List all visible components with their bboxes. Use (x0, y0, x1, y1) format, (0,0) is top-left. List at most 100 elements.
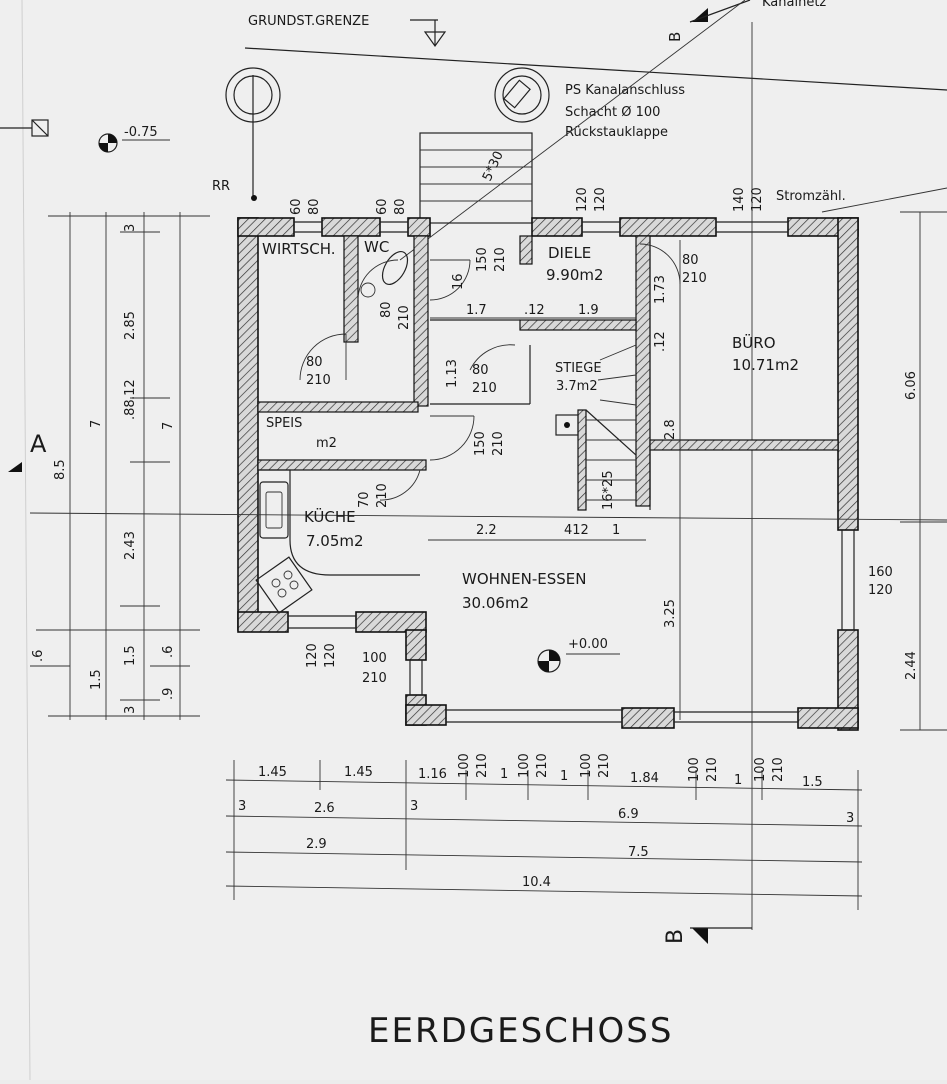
dimension-label: .12 (653, 331, 668, 352)
dimension-label: 210 (493, 247, 508, 272)
kanalnetz-text: Kanalnetz (762, 0, 826, 10)
dimension-label: 210 (362, 671, 387, 686)
room-kueche: KÜCHE (304, 507, 356, 526)
room-diele: DIELE (548, 244, 591, 262)
dimension-label: 1.5 (802, 775, 823, 790)
dimension-label: 16 (451, 273, 466, 290)
interior-dimensions: 60 80 60 80 120 120 140 120 150 210 16 8… (289, 187, 893, 686)
bottom-dimension-chains: 1.45 1.45 1.16 100 210 1 100 210 1 100 2… (225, 753, 863, 910)
dimension-label: .6 (31, 650, 46, 662)
room-wohnen-area: 30.06m2 (462, 594, 529, 612)
dimension-label: 140 (732, 187, 747, 212)
dimension-label: 3 (846, 811, 854, 826)
staircase (555, 344, 637, 501)
dimension-label: 2.9 (306, 837, 327, 852)
dimension-label: 100 (579, 753, 594, 778)
dimension-label: 2.43 (123, 531, 138, 560)
section-a-line (29, 512, 947, 521)
left-dimension-chains: 3 2.85 7 8.5 .88 .12 7 2.43 .6 1.5 1.5 .… (30, 212, 210, 720)
room-speis-area: m2 (316, 436, 337, 451)
dimension-label: 210 (475, 753, 490, 778)
thin-walls (288, 221, 855, 723)
right-dimension-chain: 6.06 2.44 (900, 211, 947, 731)
dimension-label: 210 (682, 271, 707, 286)
dimension-label: 1.13 (445, 359, 460, 388)
section-b-bottom: B (663, 929, 688, 944)
dimension-label: 120 (593, 187, 608, 212)
entrance-steps (419, 132, 533, 224)
dimension-label: 100 (362, 651, 387, 666)
dimension-label: 1 (560, 769, 568, 784)
manhole-left-icon (225, 67, 281, 200)
level-marker-top-icon (98, 133, 118, 153)
dimension-label: 210 (397, 305, 412, 330)
dimension-label: 120 (575, 187, 590, 212)
dimension-label: 3 (123, 224, 138, 232)
dimension-label: 60 (375, 198, 390, 215)
stove-icon (255, 556, 313, 614)
room-buero-area: 10.71m2 (732, 356, 799, 374)
dimension-label: 120 (305, 643, 320, 668)
plan-title: EERDGESCHOSS (368, 1011, 673, 1051)
toilet-icon (381, 251, 409, 285)
dimension-label: 1 (734, 773, 742, 788)
sink-icon (259, 481, 289, 539)
dimension-label: 1 (500, 767, 508, 782)
level-ground-text: +0.00 (568, 637, 608, 652)
dimension-label: 1 (612, 523, 620, 538)
dimension-label: 2.85 (123, 311, 138, 340)
wc-fixtures (360, 251, 409, 298)
dimension-label: 210 (535, 753, 550, 778)
dimension-label: .6 (161, 646, 176, 658)
rr-label: RR (212, 179, 230, 194)
level-top-text: -0.75 (124, 125, 158, 140)
room-wc: WC (364, 238, 389, 256)
dimension-label: 2.6 (314, 801, 335, 816)
dimension-label: 210 (771, 757, 786, 782)
dimension-label: 210 (491, 431, 506, 456)
dimension-label: 80 (393, 198, 408, 215)
dimension-label: 150 (475, 247, 490, 272)
dimension-label: 7 (161, 422, 176, 430)
dimension-label: 1.9 (578, 303, 599, 318)
walls (237, 217, 859, 731)
stair-rise-text: 16*25 (601, 470, 616, 510)
ps-line-3: Rückstauklappe (565, 125, 668, 140)
dimension-label: 100 (457, 753, 472, 778)
section-b-top-arrow (692, 8, 708, 22)
ps-line-2: Schacht Ø 100 (565, 105, 660, 120)
dimension-label: 1.16 (418, 767, 447, 782)
dimension-label: 210 (597, 753, 612, 778)
dimension-label: 1.84 (630, 771, 659, 786)
dimension-label: 10.4 (522, 875, 551, 890)
dimension-label: 7.5 (628, 845, 649, 860)
dimension-label: .12 (123, 379, 138, 400)
dimension-label: 210 (705, 757, 720, 782)
dimension-label: 3 (123, 706, 138, 714)
junction-box-icon (0, 119, 49, 137)
dimension-label: .12 (524, 303, 545, 318)
room-buero: BÜRO (732, 333, 776, 352)
section-a-arrow (8, 462, 22, 472)
dimension-label: 3 (238, 799, 246, 814)
dimension-label: 3 (410, 799, 418, 814)
room-diele-area: 9.90m2 (546, 266, 604, 284)
grundst-text: GRUNDST.GRENZE (248, 14, 369, 29)
room-wirtsch: WIRTSCH. (262, 240, 336, 258)
dimension-label: 120 (750, 187, 765, 212)
dimension-label: 6.9 (618, 807, 639, 822)
room-stiege: STIEGE (555, 361, 602, 376)
dimension-label: .88 (123, 399, 138, 420)
dimension-label: 412 (564, 523, 589, 538)
manhole-right-icon (494, 67, 550, 123)
dimension-label: 1.73 (653, 275, 668, 304)
dimension-label: 160 (868, 565, 893, 580)
room-speis: SPEIS (266, 416, 302, 431)
property-boundary-label: GRUNDST.GRENZE (244, 14, 947, 91)
dimension-label: 80 (306, 355, 323, 370)
dimension-label: 210 (306, 373, 331, 388)
doors (299, 243, 681, 501)
dimension-label: 3.25 (663, 599, 678, 628)
dimension-label: 100 (753, 757, 768, 782)
dimension-label: .9 (161, 688, 176, 700)
